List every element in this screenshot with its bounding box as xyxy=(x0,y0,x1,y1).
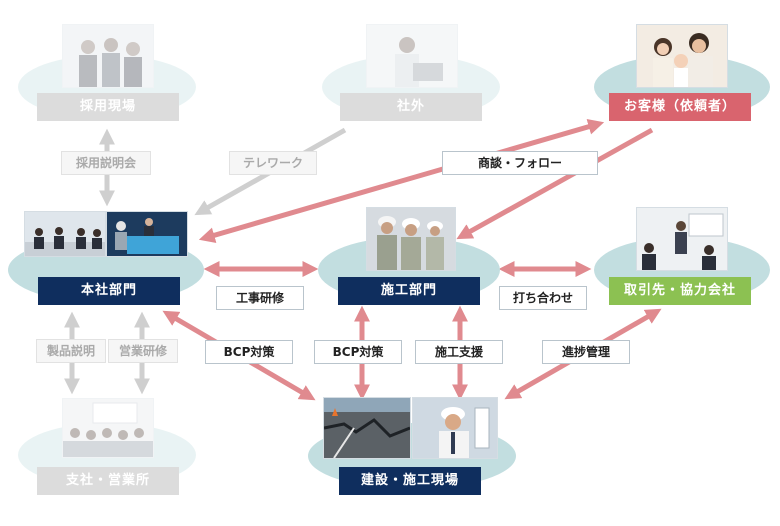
tag-progress-management: 進捗管理 xyxy=(542,340,630,364)
tag-bcp-hq: BCP対策 xyxy=(205,340,293,364)
people-meeting-photo xyxy=(62,24,154,88)
touchscreen-table-photo xyxy=(106,211,188,257)
node-label-construction: 施工部門 xyxy=(338,277,480,305)
arrow-client-construction xyxy=(456,127,654,240)
node-label-site: 建設・施工現場 xyxy=(339,467,481,495)
road-crack-photo xyxy=(323,397,411,459)
construction-workers-photo xyxy=(366,207,456,271)
family-photo xyxy=(636,24,728,88)
presentation-photo xyxy=(636,207,728,271)
node-ellipse xyxy=(322,55,500,119)
tag-sales-training: 営業研修 xyxy=(108,339,178,363)
node-label-client: お客様（依頼者） xyxy=(609,93,751,121)
office-meeting-photo xyxy=(24,211,106,257)
tag-product-explanation: 製品説明 xyxy=(36,339,106,363)
node-label-partners: 取引先・協力会社 xyxy=(609,277,751,305)
seminar-audience-photo xyxy=(62,398,154,458)
node-label-recruit: 採用現場 xyxy=(37,93,179,121)
node-ellipse xyxy=(18,423,196,487)
engineer-helmet-photo xyxy=(412,397,498,459)
node-label-branch: 支社・営業所 xyxy=(37,467,179,495)
tag-recruit-briefing: 採用説明会 xyxy=(61,151,151,175)
node-label-headquarters: 本社部門 xyxy=(38,277,180,305)
tag-construction-support: 施工支援 xyxy=(415,340,503,364)
node-label-outside: 社外 xyxy=(340,93,482,121)
tag-sales-followup: 商談・フォロー xyxy=(442,151,598,175)
person-at-laptop-photo xyxy=(366,24,458,88)
arrow-hq-client xyxy=(198,118,605,244)
tag-telework: テレワーク xyxy=(229,151,317,175)
tag-coordination: 打ち合わせ xyxy=(499,286,587,310)
node-ellipse xyxy=(18,55,196,119)
tag-bcp-construction: BCP対策 xyxy=(314,340,402,364)
tag-construction-training: 工事研修 xyxy=(216,286,304,310)
